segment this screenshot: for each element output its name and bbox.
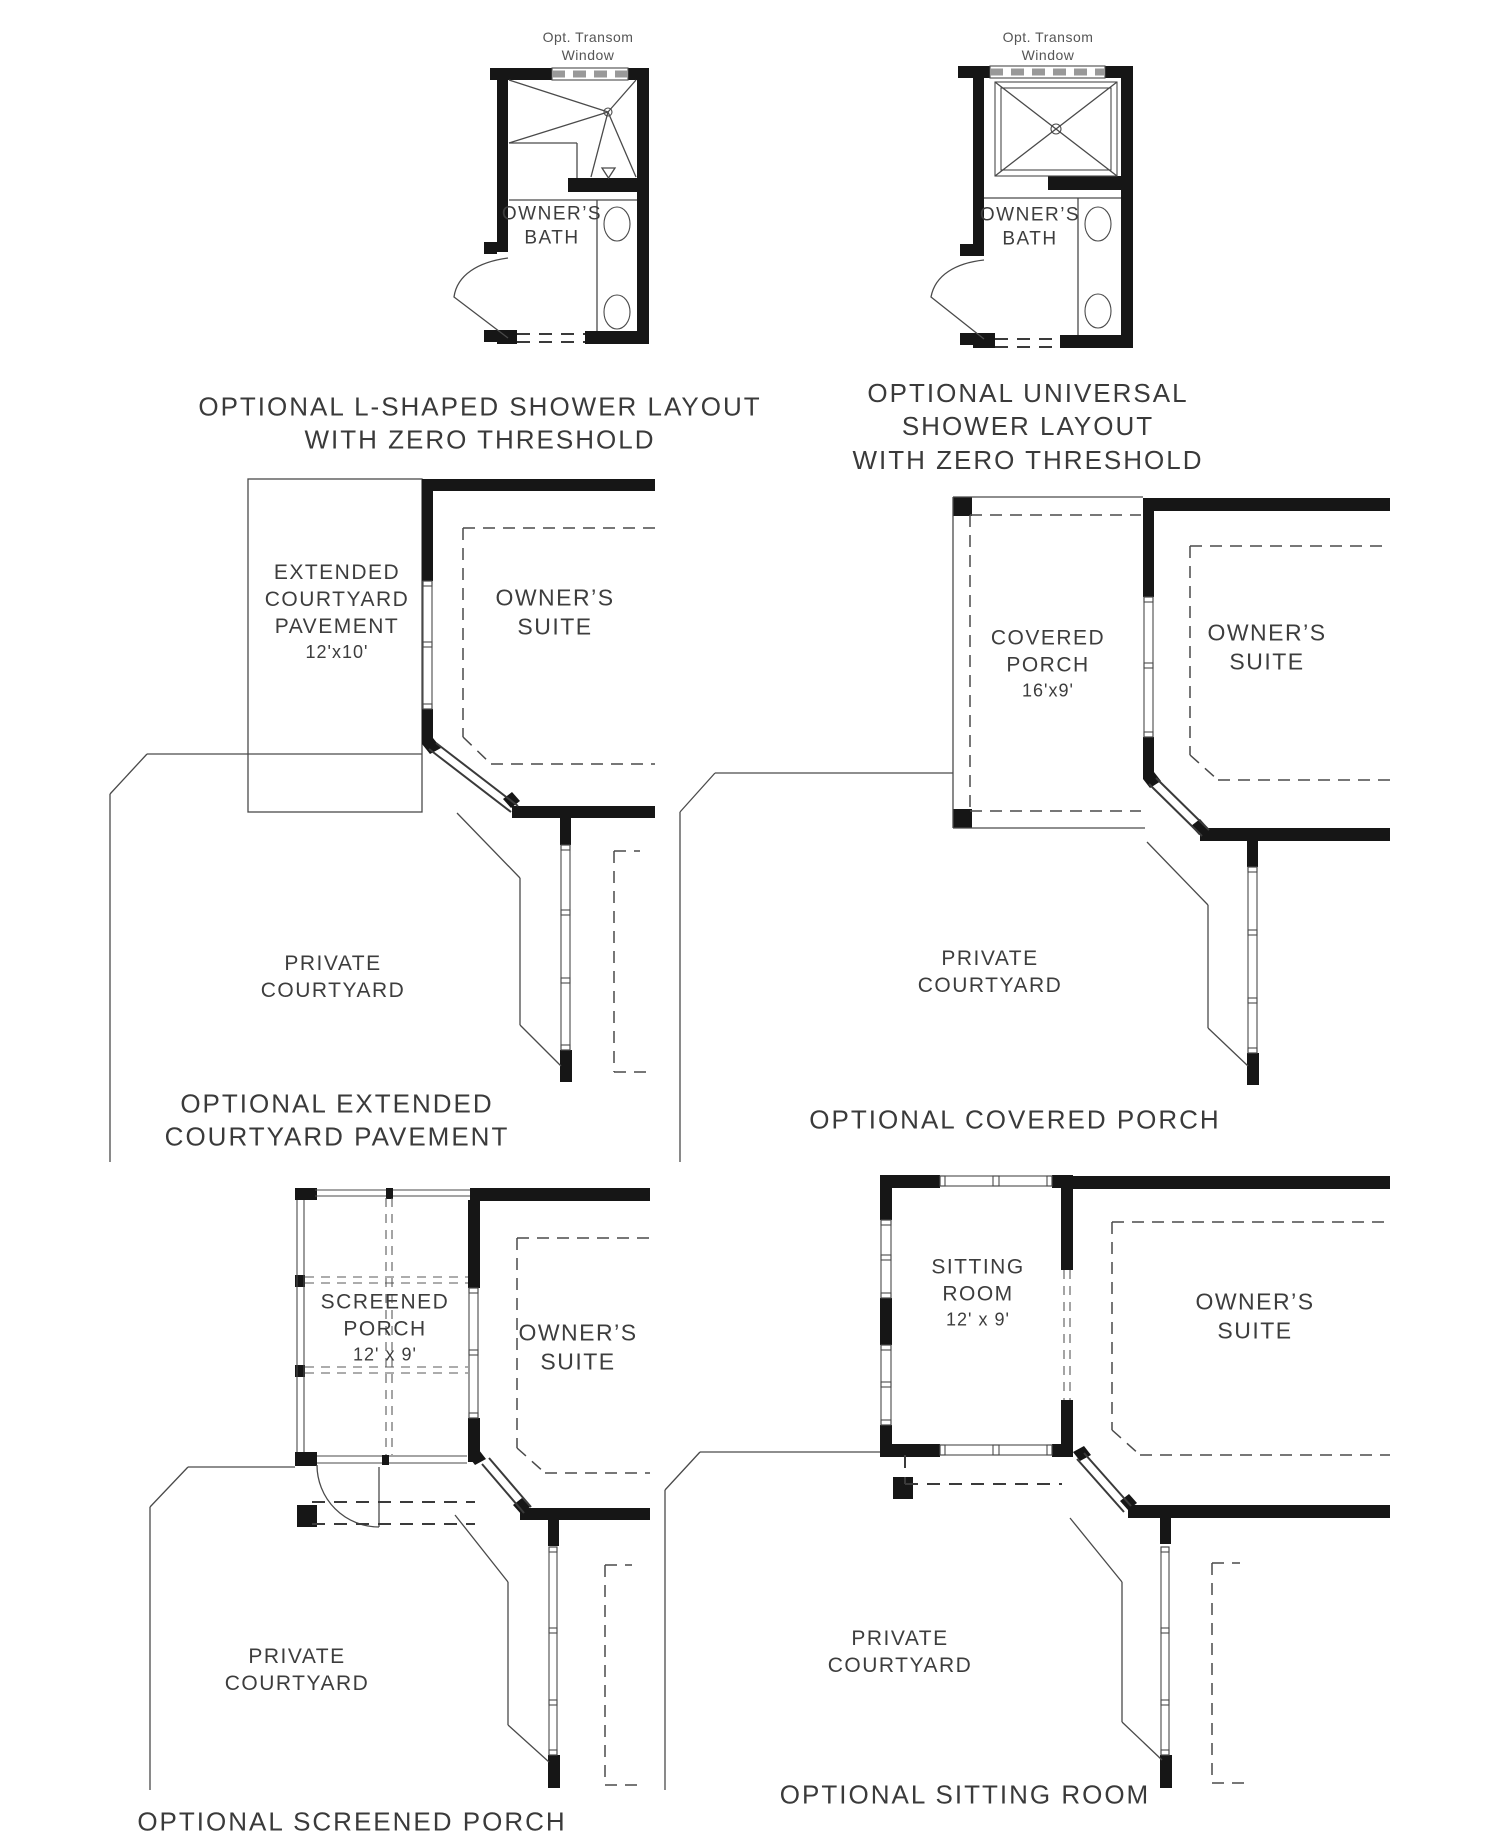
d4-caption: OPTIONAL COVERED PORCH xyxy=(809,1104,1221,1135)
plan-screened-porch xyxy=(149,1188,650,1790)
d6-caption: OPTIONAL SITTING ROOM xyxy=(779,1779,1151,1810)
plan-extended-courtyard xyxy=(109,478,655,1162)
plan-universal-shower xyxy=(930,65,1133,348)
plan-covered-porch xyxy=(679,496,1390,1162)
plan-sitting-room xyxy=(664,1175,1390,1790)
plan-l-shaped-shower xyxy=(453,67,649,344)
d5-caption: OPTIONAL SCREENED PORCH xyxy=(137,1806,567,1834)
